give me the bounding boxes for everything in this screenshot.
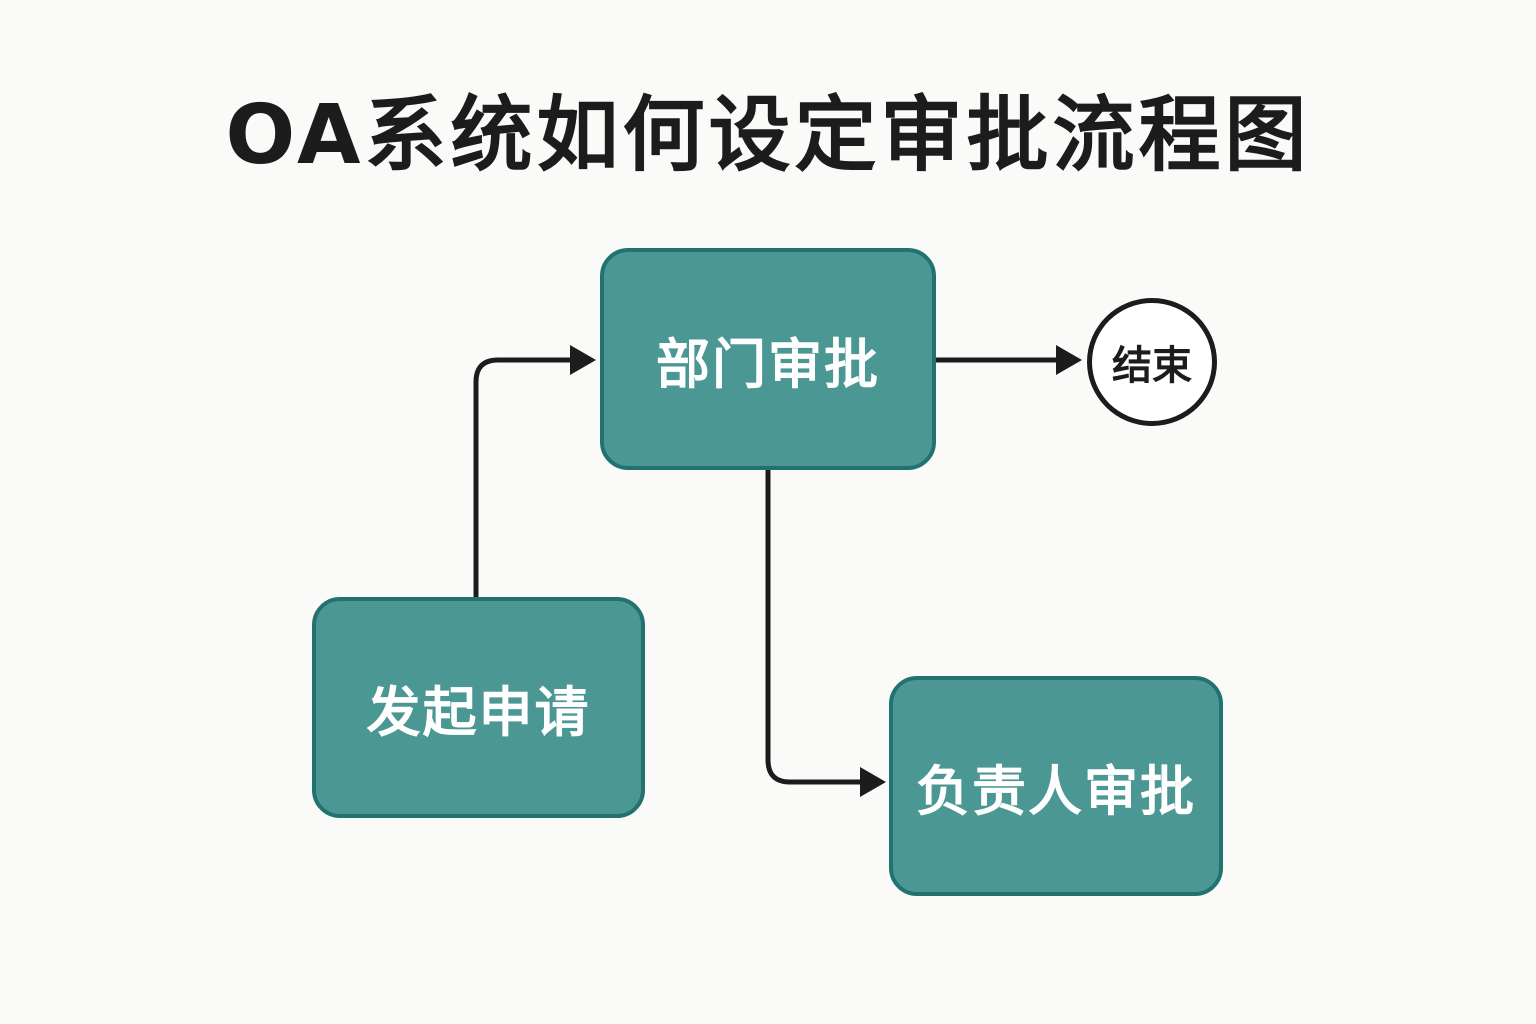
node-manager-approval: 负责人审批: [889, 676, 1223, 896]
node-label: 结束: [1112, 343, 1192, 389]
node-label: 部门审批: [656, 332, 880, 396]
node-end: 结束: [1087, 298, 1217, 426]
arrow-start-to-dept: [473, 357, 572, 597]
arrowhead: [860, 767, 886, 797]
node-label: 负责人审批: [916, 759, 1196, 823]
arrowhead: [570, 345, 596, 375]
node-label: 发起申请: [366, 681, 591, 744]
arrowhead: [1056, 345, 1082, 375]
page-title: OA系统如何设定审批流程图: [225, 88, 1311, 183]
arrow-dept-to-manager: [765, 470, 862, 785]
node-submit-request: 发起申请: [312, 597, 645, 818]
node-dept-approval: 部门审批: [600, 248, 936, 470]
